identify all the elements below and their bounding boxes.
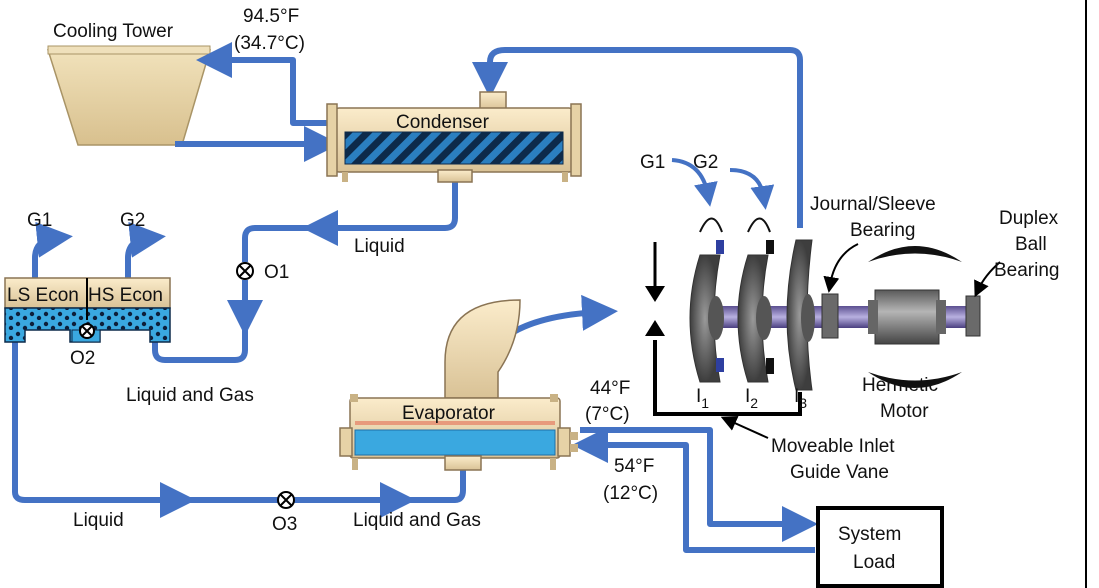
stage-i1-label: I1 xyxy=(696,386,709,411)
system-load-box xyxy=(816,506,944,588)
g1-compressor-label: G1 xyxy=(640,152,665,173)
igv-label-1: Moveable Inlet xyxy=(771,436,895,457)
i1-main: I xyxy=(696,386,701,407)
economizer xyxy=(4,277,171,343)
g1-loop xyxy=(699,217,723,233)
igv-arrow xyxy=(720,415,769,439)
g1-port-lower xyxy=(716,358,724,372)
system-load-label-1: System xyxy=(838,524,901,545)
g2-port xyxy=(766,240,774,254)
i3-main: I xyxy=(794,386,799,407)
stage-i2-label: I2 xyxy=(745,386,758,411)
impeller-icon xyxy=(689,254,724,383)
liquid-and-gas-bottom-label: Liquid and Gas xyxy=(353,510,481,531)
duplex-label-2: Ball xyxy=(1015,234,1047,255)
i2-subscript: 2 xyxy=(750,395,758,411)
g2-econ-label: G2 xyxy=(120,210,145,231)
condenser-water-temp-f: 94.5°F xyxy=(243,6,299,27)
refrigerant-piping xyxy=(12,42,818,553)
g2-compressor-label: G2 xyxy=(693,152,718,173)
valve-icon xyxy=(79,323,95,339)
leaving-temp-f: 44°F xyxy=(590,378,630,399)
liquid-upper-label: Liquid xyxy=(354,236,405,257)
journal-bearing xyxy=(821,293,839,339)
hermetic-label-2: Motor xyxy=(880,401,929,422)
condenser-water-temp-c: (34.7°C) xyxy=(234,33,305,54)
return-temp-c: (12°C) xyxy=(603,483,658,504)
liquid-bottom-label: Liquid xyxy=(73,510,124,531)
duplex-bearing xyxy=(965,295,981,337)
inlet-guide-vane-frame xyxy=(645,242,802,416)
g2-arrow xyxy=(729,168,775,210)
condenser xyxy=(326,91,582,183)
i3-subscript: 3 xyxy=(799,395,807,411)
ls-econ-label: LS Econ xyxy=(7,285,79,306)
o3-label: O3 xyxy=(272,514,297,535)
g1-econ-label: G1 xyxy=(27,210,52,231)
duplex-label-3: Bearing xyxy=(994,260,1060,281)
g2-loop xyxy=(747,217,771,233)
duplex-label-1: Duplex xyxy=(999,208,1059,229)
valve-icon xyxy=(236,262,254,280)
g1-arrow xyxy=(671,158,718,207)
evaporator-label: Evaporator xyxy=(402,403,496,424)
stage-i3-label: I3 xyxy=(794,386,807,411)
leaving-temp-c: (7°C) xyxy=(585,404,630,425)
o2-label: O2 xyxy=(70,348,95,369)
valve-icon xyxy=(277,491,295,509)
evaporator xyxy=(339,299,578,471)
return-temp-f: 54°F xyxy=(614,456,654,477)
i1-subscript: 1 xyxy=(701,395,709,411)
motor-icon xyxy=(868,246,962,388)
hermetic-label-1: Hermetic xyxy=(862,375,938,396)
g2-port-lower xyxy=(766,358,774,374)
i2-main: I xyxy=(745,386,750,407)
impeller-icon xyxy=(737,254,772,383)
o1-label: O1 xyxy=(264,262,289,283)
duplex-arrow xyxy=(974,261,1001,298)
system-load-label-2: Load xyxy=(853,552,895,573)
impeller-icon xyxy=(786,239,815,391)
cooling-tower-label: Cooling Tower xyxy=(53,21,174,42)
liquid-and-gas-left-label: Liquid and Gas xyxy=(126,385,254,406)
hs-econ-label: HS Econ xyxy=(88,285,163,306)
igv-label-2: Guide Vane xyxy=(790,462,889,483)
cooling-tower xyxy=(46,45,212,146)
condenser-label: Condenser xyxy=(396,112,490,133)
journal-label-1: Journal/Sleeve xyxy=(810,194,936,215)
journal-label-2: Bearing xyxy=(850,220,916,241)
g1-port xyxy=(716,240,724,254)
journal-arrow xyxy=(823,243,859,293)
